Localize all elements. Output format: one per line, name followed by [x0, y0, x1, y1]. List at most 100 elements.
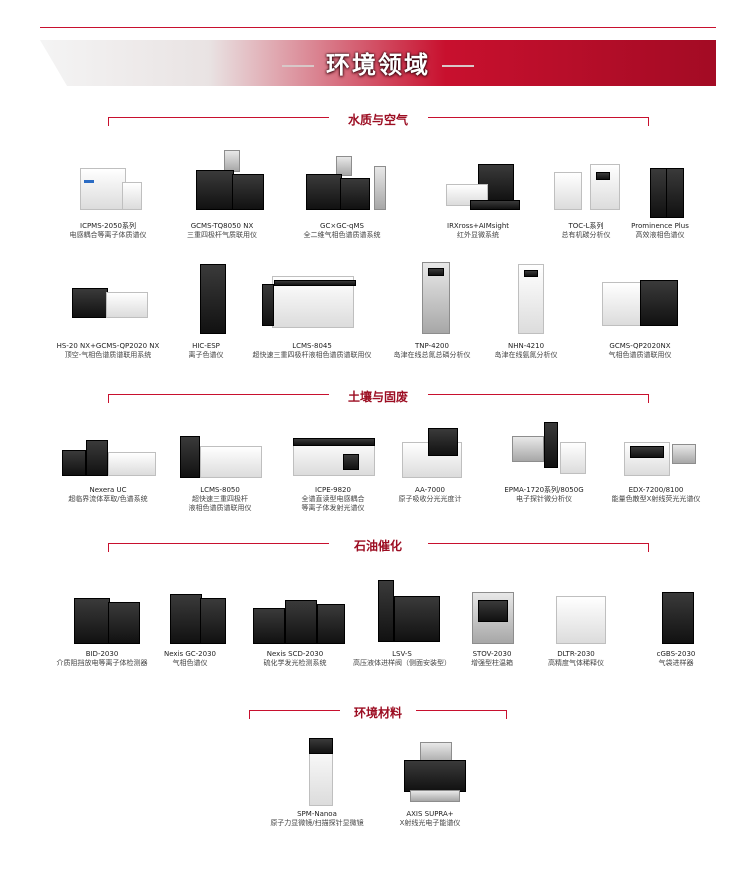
product-desc: 高效液相色谱仪	[635, 231, 685, 239]
section-bracket-right	[428, 394, 649, 403]
instrument-image	[170, 430, 270, 486]
product-model: cGBS-2030	[656, 650, 696, 658]
product-tnp-4200[interactable]: TNP-4200 岛津在线总氮总磷分析仪	[372, 262, 492, 360]
product-prominence-plus[interactable]: Prominence Plus 高效液相色谱仪	[600, 150, 720, 240]
product-desc: 原子力显微镜/扫描探针显微镜	[270, 819, 364, 827]
product-desc: 高精度气体稀释仪	[548, 659, 604, 667]
instrument-image	[52, 584, 152, 650]
page-title: 环境领域	[0, 45, 756, 80]
instrument-image	[292, 150, 392, 222]
instrument-image	[172, 150, 272, 222]
product-model: ICPMS-2050系列	[80, 222, 136, 230]
product-spm-nanoa[interactable]: SPM-Nanoa 原子力显微镜/扫描探针显微镜	[252, 736, 382, 828]
product-icpe-9820[interactable]: ICPE-9820 全谱直读型电感耦合 等离子体发射光谱仪	[268, 430, 398, 513]
product-model: AXIS SUPRA+	[406, 810, 454, 818]
product-desc: 硫化学发光检测系统	[263, 659, 327, 667]
product-model: LSV-S	[392, 650, 412, 658]
product-model: Nexis GC-2030	[163, 650, 217, 658]
title-dash-right	[442, 65, 474, 67]
instrument-image	[428, 150, 528, 222]
product-model: DLTR-2030	[557, 650, 595, 658]
product-toc-l[interactable]: TOC-L系列 总有机碳分析仪	[526, 150, 646, 240]
product-model: SPM-Nanoa	[297, 810, 337, 818]
product-gcxgc-qms[interactable]: GC×GC-qMS 全二维气相色谱质谱系统	[282, 150, 402, 240]
product-desc: 原子吸收分光光度计	[398, 495, 462, 503]
product-model: HIC-ESP	[192, 342, 220, 350]
instrument-image	[262, 262, 362, 342]
product-lcms-8045[interactable]: LCMS-8045 超快速三重四极杆液相色谱质谱联用仪	[242, 262, 382, 360]
section-bracket-left	[108, 543, 329, 552]
product-hs20-gcms-qp2020[interactable]: HS-20 NX+GCMS-QP2020 NX 顶空-气相色谱质谱联用系统	[48, 262, 168, 360]
section-title: 环境材料	[353, 706, 402, 720]
product-desc-line2: 等离子体发射光谱仪	[301, 504, 365, 512]
product-irxross[interactable]: IRXross+AIMsight 红外显微系统	[418, 150, 538, 240]
product-model: TOC-L系列	[568, 222, 604, 230]
product-nexera-uc[interactable]: Nexera UC 超临界流体萃取/色谱系统	[48, 430, 168, 504]
product-nexis-scd-2030[interactable]: Nexis SCD-2030 硫化学发光检测系统	[230, 584, 360, 668]
instrument-image	[380, 424, 480, 486]
product-edx-7200[interactable]: EDX-7200/8100 能量色散型X射线荧光光谱仪	[596, 430, 716, 504]
product-hic-esp[interactable]: HIC-ESP 离子色谱仪	[146, 262, 266, 360]
product-lsv-s[interactable]: LSV-S 高压液体进样阀（侧面安装型）	[340, 576, 464, 668]
product-model: HS-20 NX+GCMS-QP2020 NX	[56, 342, 160, 350]
product-desc: 岛津在线总氮总磷分析仪	[393, 351, 471, 359]
product-model: LCMS-8045	[292, 342, 332, 350]
product-icpms-2050[interactable]: ICPMS-2050系列 电感耦合等离子体质谱仪	[48, 160, 168, 240]
product-model: EDX-7200/8100	[628, 486, 684, 494]
instrument-image	[626, 584, 726, 650]
product-axis-supra[interactable]: AXIS SUPRA+ X射线光电子能谱仪	[368, 736, 492, 828]
product-desc: 全二维气相色谱质谱系统	[303, 231, 381, 239]
section-bracket-left	[108, 117, 329, 126]
product-model: GCMS-TQ8050 NX	[190, 222, 254, 230]
product-desc: 全谱直读型电感耦合	[301, 495, 365, 503]
product-desc: 超快速三重四极杆液相色谱质谱联用仪	[252, 351, 372, 359]
instrument-image	[58, 160, 158, 222]
product-model: Nexera UC	[89, 486, 127, 494]
page-title-text: 环境领域	[326, 51, 430, 79]
product-gcms-qp2020nx[interactable]: GCMS-QP2020NX 气相色谱质谱联用仪	[580, 262, 700, 360]
instrument-image	[140, 584, 240, 650]
product-desc: 气相色谱质谱联用仪	[608, 351, 672, 359]
instrument-image	[58, 430, 158, 486]
product-cgbs-2030[interactable]: cGBS-2030 气袋进样器	[616, 584, 736, 668]
section-bracket-right	[416, 710, 507, 719]
instrument-image	[58, 262, 158, 342]
instrument-image	[380, 736, 480, 810]
product-desc: 岛津在线氨氮分析仪	[494, 351, 558, 359]
product-model: EPMA-1720系列/8050G	[504, 486, 584, 494]
product-desc: 介质阻挡放电等离子体检测器	[56, 659, 148, 667]
product-desc: 增强型柱温箱	[471, 659, 513, 667]
product-model: NHN-4210	[507, 342, 545, 350]
section-soil: 土壤与固废	[0, 388, 756, 408]
product-desc: 总有机碳分析仪	[561, 231, 611, 239]
product-epma-1720[interactable]: EPMA-1720系列/8050G 电子探针微分析仪	[484, 418, 604, 504]
product-bid-2030[interactable]: BID-2030 介质阻挡放电等离子体检测器	[40, 584, 164, 668]
product-aa-7000[interactable]: AA-7000 原子吸收分光光度计	[370, 424, 490, 504]
instrument-image	[476, 262, 576, 342]
instrument-image	[494, 418, 594, 486]
product-lcms-8050[interactable]: LCMS-8050 超快速三重四极杆 液相色谱质谱联用仪	[160, 430, 280, 513]
product-desc: X射线光电子能谱仪	[399, 819, 461, 827]
product-desc: 离子色谱仪	[188, 351, 224, 359]
instrument-image	[156, 262, 256, 342]
section-title: 土壤与固废	[347, 390, 408, 404]
instrument-image	[536, 150, 636, 222]
banner-top-line	[40, 27, 716, 28]
section-bracket-right	[428, 543, 649, 552]
product-desc: 高压液体进样阀（侧面安装型）	[353, 659, 451, 667]
instrument-image	[606, 430, 706, 486]
instrument-image	[382, 262, 482, 342]
product-model: LCMS-8050	[200, 486, 240, 494]
section-title: 水质与空气	[347, 113, 408, 127]
product-model: GCMS-QP2020NX	[609, 342, 671, 350]
instrument-image	[590, 262, 690, 342]
title-dash-left	[282, 65, 314, 67]
product-nhn-4210[interactable]: NHN-4210 岛津在线氨氮分析仪	[466, 262, 586, 360]
product-desc: 超快速三重四极杆	[192, 495, 248, 503]
product-gcms-tq8050[interactable]: GCMS-TQ8050 NX 三重四极杆气质联用仪	[162, 150, 282, 240]
product-stov-2030[interactable]: STOV-2030 增强型柱温箱	[432, 584, 552, 668]
section-bracket-right	[428, 117, 649, 126]
product-dltr-2030[interactable]: DLTR-2030 高精度气体稀释仪	[516, 584, 636, 668]
product-desc: 顶空-气相色谱质谱联用系统	[64, 351, 152, 359]
product-nexis-gc-2030[interactable]: Nexis GC-2030 气相色谱仪	[130, 584, 250, 668]
